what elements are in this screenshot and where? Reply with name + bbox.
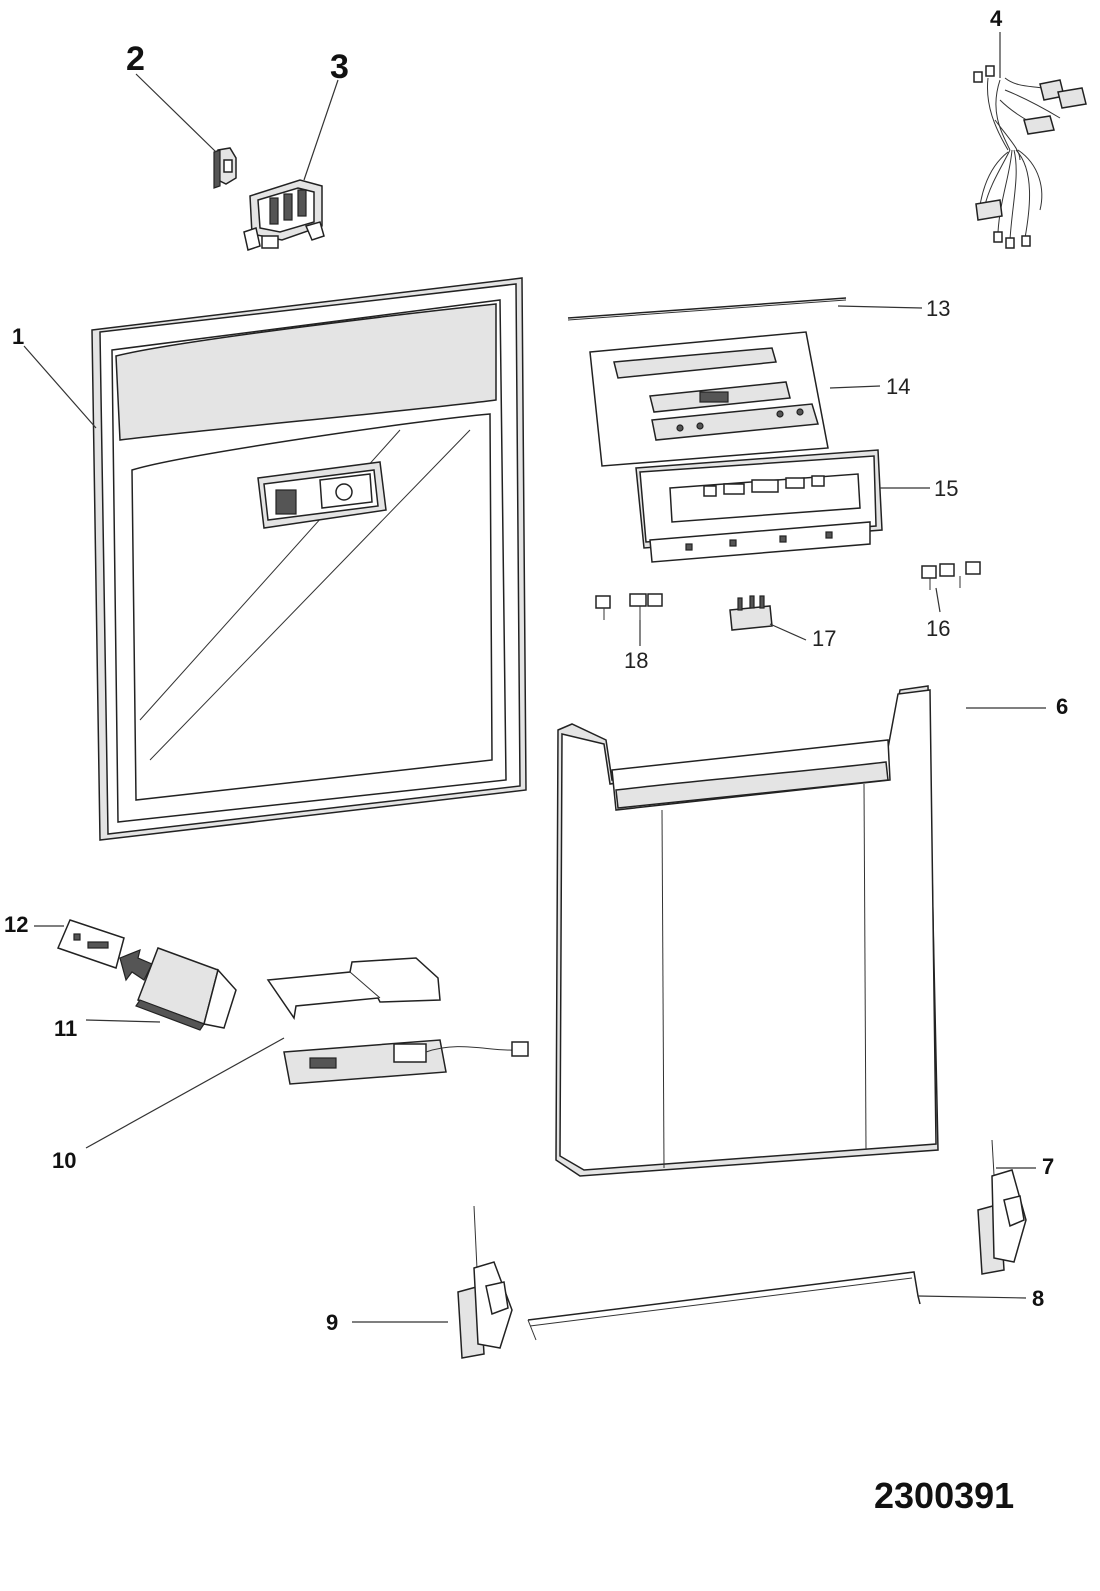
part-2-latch: [213, 147, 237, 189]
part-16-buttons: [921, 561, 981, 590]
diagram-number: 2300391: [874, 1475, 1014, 1516]
part-15-control-panel: [635, 449, 883, 563]
label-9: 9: [326, 1310, 338, 1335]
part-3-door-lock: [243, 179, 325, 251]
label-11: 11: [54, 1016, 77, 1041]
label-4: 4: [990, 6, 1003, 31]
part-9-hinge-left: [457, 1205, 513, 1359]
part-7-hinge-right: [977, 1139, 1027, 1275]
part-1-inner-door: [91, 277, 527, 841]
part-13-strip: [567, 297, 847, 321]
label-10: 10: [52, 1148, 76, 1173]
part-8-rod: [527, 1271, 921, 1341]
leader-lines: [23, 32, 1046, 1323]
part-12-label: [56, 919, 125, 969]
label-12: 12: [4, 912, 28, 937]
label-2: 2: [126, 40, 145, 78]
label-18: 18: [624, 648, 648, 673]
label-13: 13: [926, 296, 950, 321]
label-15: 15: [934, 476, 958, 501]
label-17: 17: [812, 626, 836, 651]
part-18-buttons: [595, 593, 663, 620]
label-14: 14: [886, 374, 910, 399]
label-3: 3: [330, 48, 349, 86]
label-7: 7: [1042, 1154, 1054, 1179]
label-8: 8: [1032, 1286, 1044, 1311]
part-4-wiring-harness: [973, 65, 1087, 249]
part-11-cover: [119, 947, 237, 1031]
label-16: 16: [926, 616, 950, 641]
part-6-outer-door: [555, 685, 939, 1177]
label-1: 1: [12, 324, 24, 349]
part-14-control-board: [589, 331, 829, 467]
label-6: 6: [1056, 694, 1068, 719]
part-10-electronic-module: [266, 957, 529, 1085]
part-17-connector: [729, 595, 773, 631]
